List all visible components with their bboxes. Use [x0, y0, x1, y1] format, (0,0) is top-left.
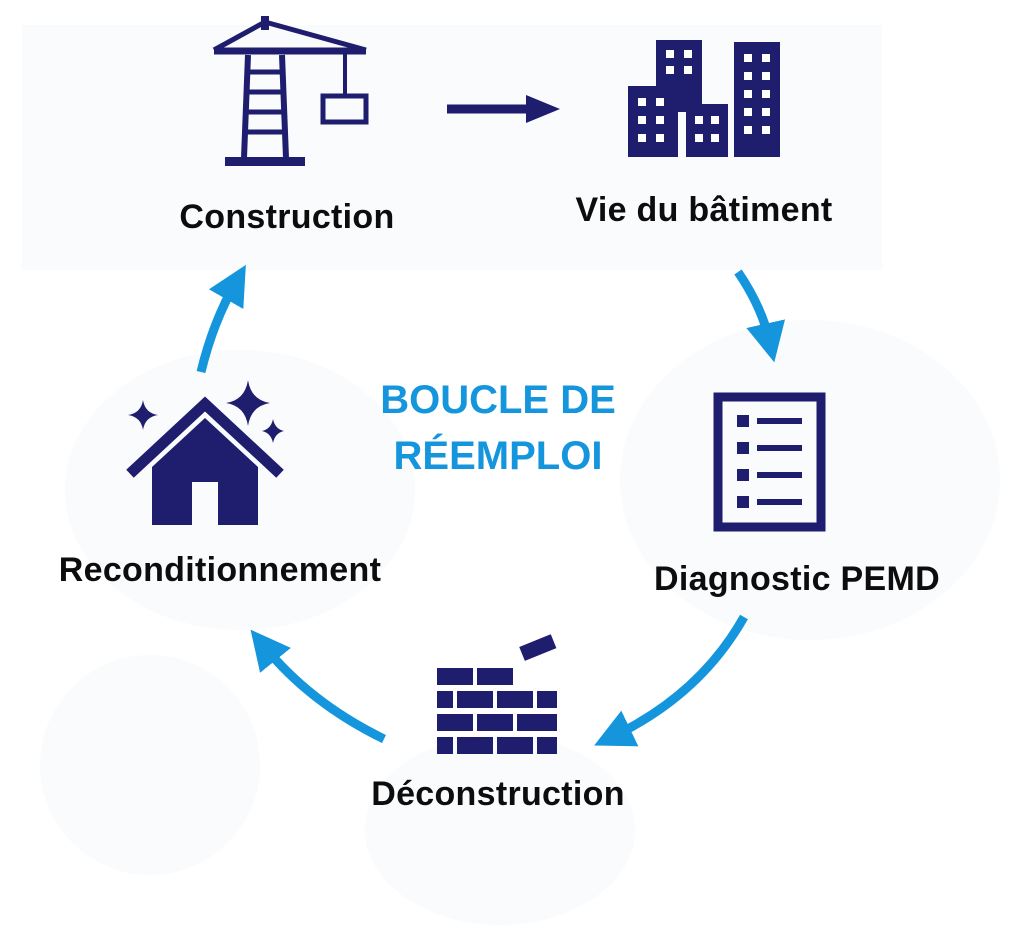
vie-du-batiment-label: Vie du bâtiment — [575, 191, 833, 229]
sparkling-house-icon — [126, 380, 284, 525]
diagnostic-pemd-label: Diagnostic PEMD — [654, 560, 940, 598]
deconstruction-label: Déconstruction — [371, 775, 625, 813]
arrow-construction-to-vie-head — [526, 95, 560, 123]
loop-arrows — [196, 95, 786, 747]
arrow-diagnostic-to-deconstruction — [594, 614, 748, 747]
buildings-icon — [628, 40, 780, 157]
arrow-reconditionnement-to-construction — [196, 264, 246, 374]
loop-title: BOUCLE DE RÉEMPLOI — [380, 372, 616, 484]
arrow-vie-to-diagnostic — [734, 269, 786, 363]
brick-wall-icon — [437, 634, 557, 754]
loop-title-line1: BOUCLE DE — [380, 378, 616, 422]
loop-title-line2: RÉEMPLOI — [393, 434, 603, 478]
checklist-icon — [713, 392, 826, 532]
crane-icon — [212, 16, 369, 166]
arrow-deconstruction-to-reconditionnement — [250, 629, 386, 744]
reconditionnement-label: Reconditionnement — [58, 551, 382, 589]
construction-label: Construction — [179, 198, 395, 236]
